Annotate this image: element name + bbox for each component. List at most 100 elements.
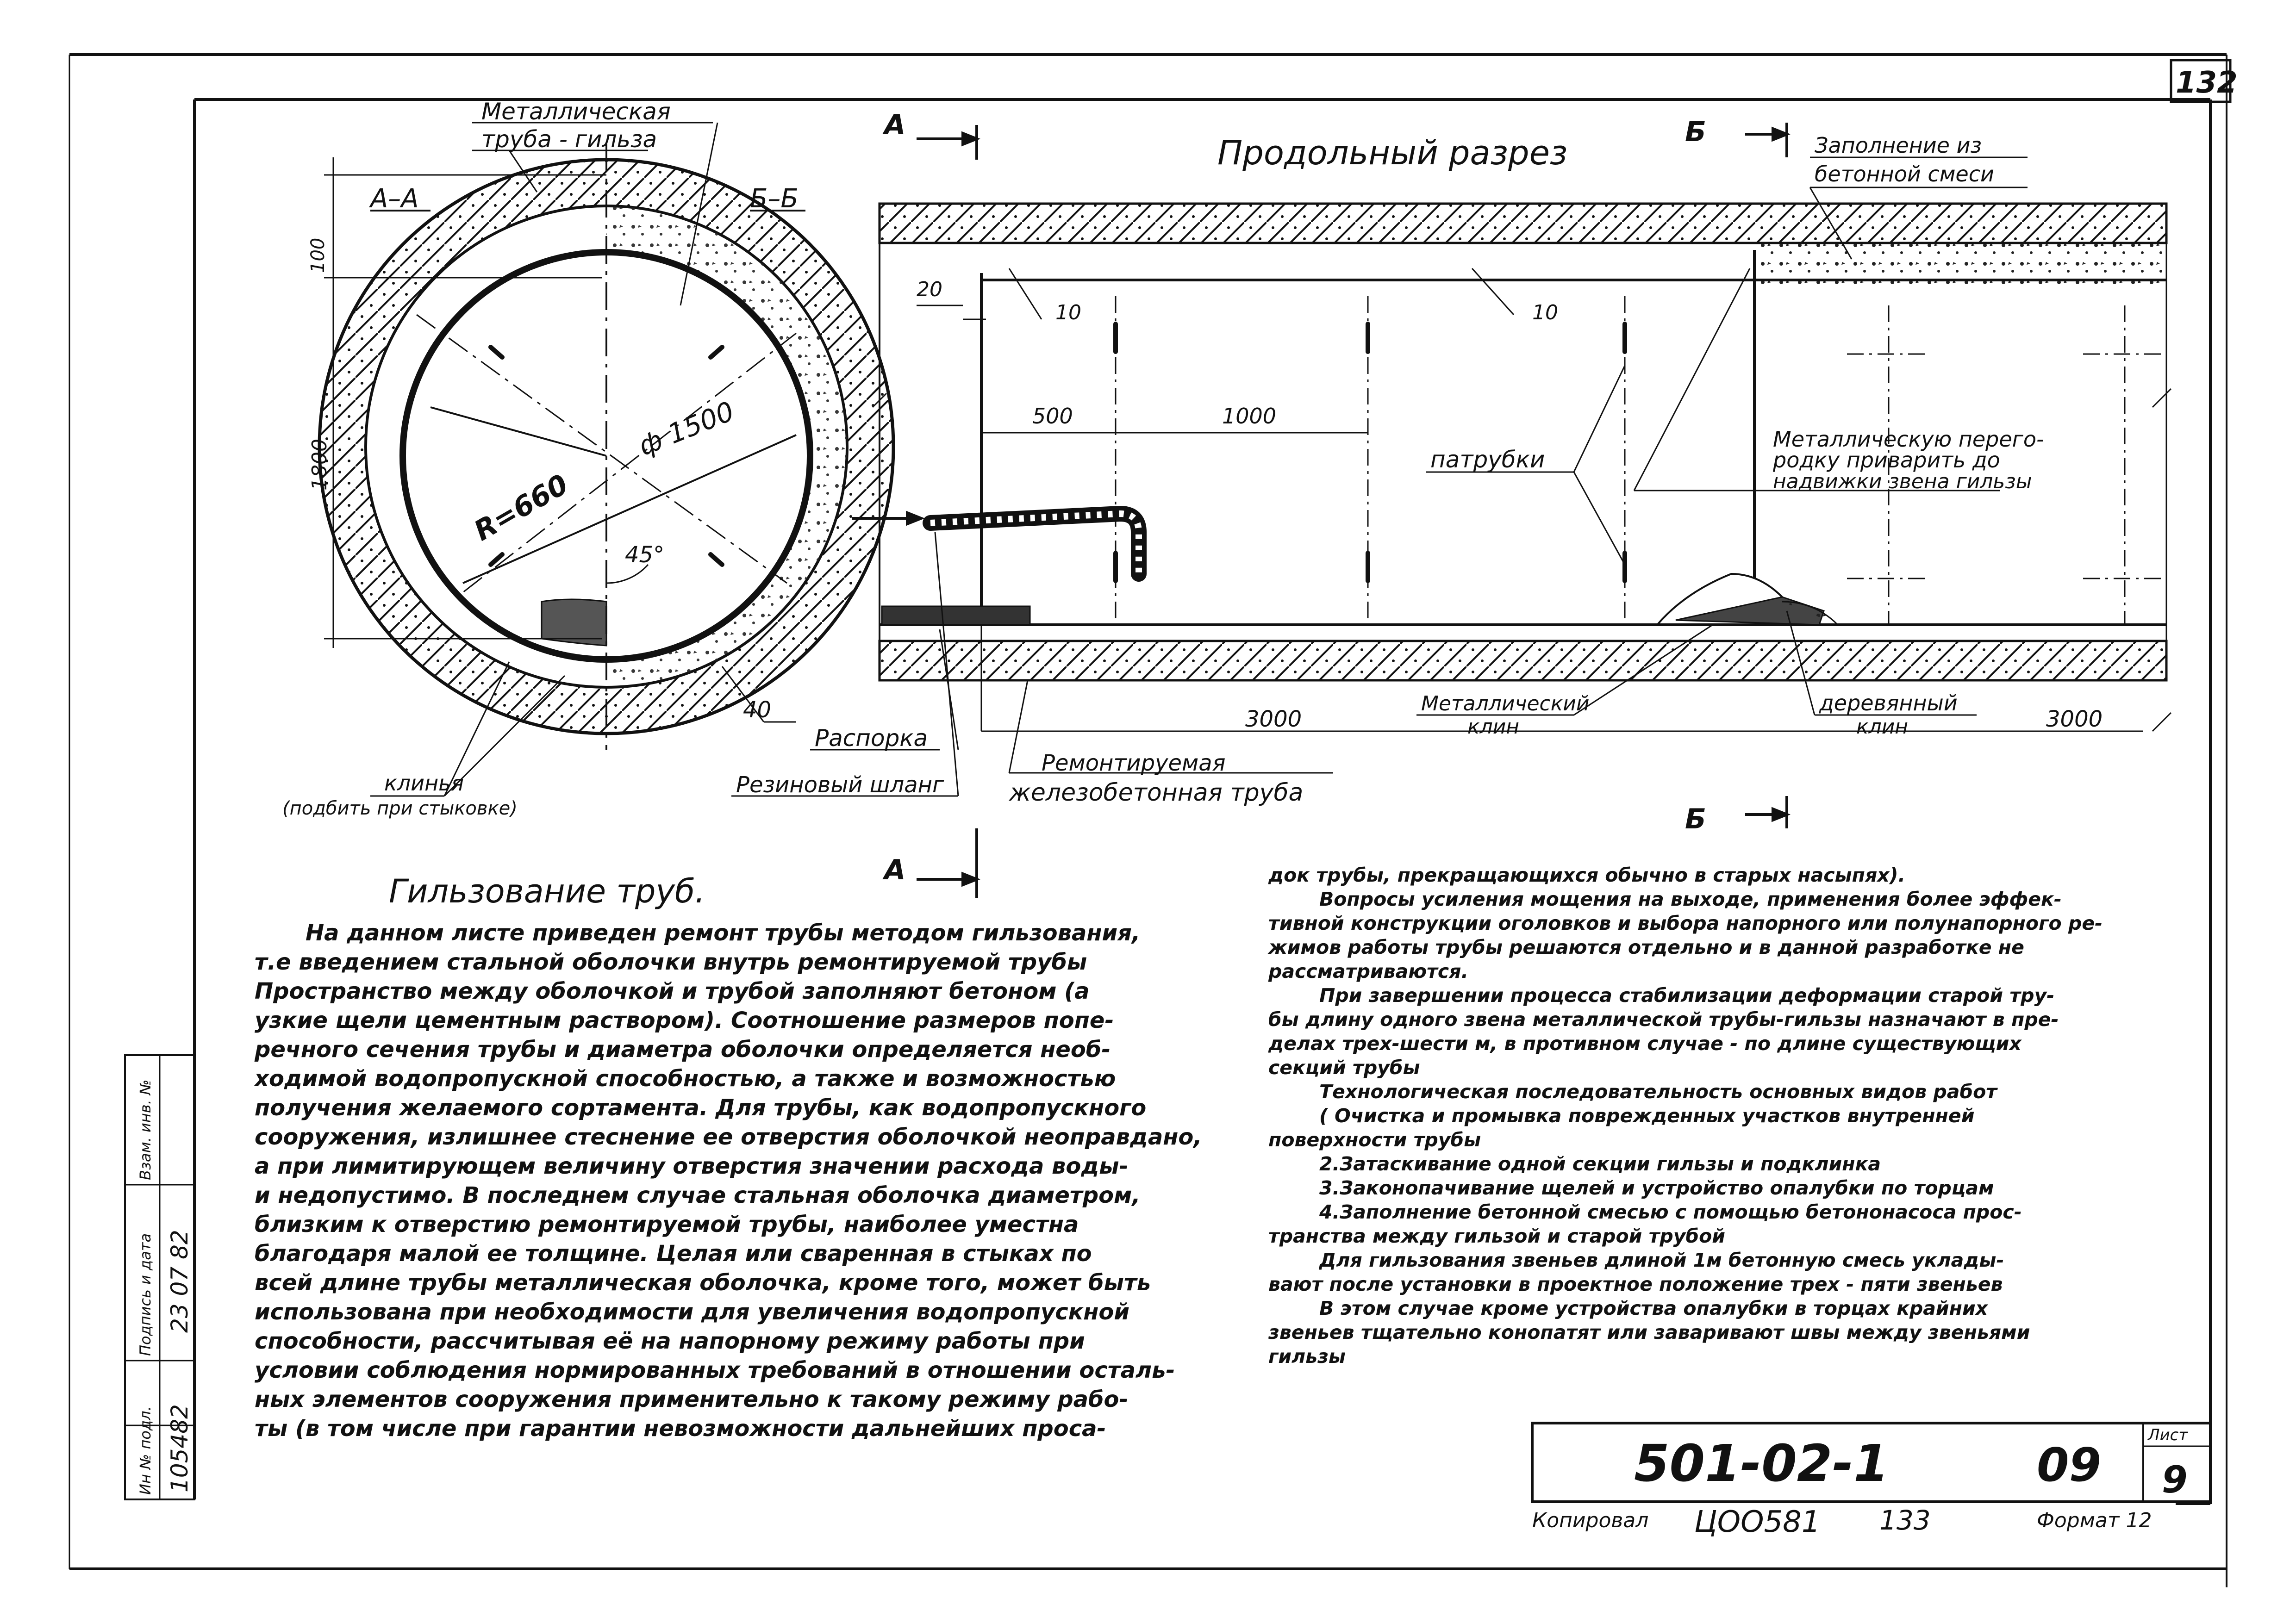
section-mark-a-top: А (882, 109, 905, 141)
left-line: сооружения, излишнее стеснение ее отверс… (255, 1124, 1202, 1150)
stamp-col1: Ин № подл. (137, 1406, 154, 1495)
dim-3000-right: 3000 (2046, 706, 2103, 732)
right-line: жимов работы трубы решаются отдельно и в… (1268, 936, 2024, 958)
left-line: ходимой водопропускной способностью, а т… (255, 1066, 1116, 1092)
left-line: т.е введением стальной оболочки внутрь р… (255, 949, 1087, 975)
weld-note-2: родку приварить до (1772, 448, 2000, 473)
cross-section (318, 122, 895, 797)
dim-10a: 10 (1055, 301, 1081, 324)
label-wood-wedge-1: деревянный (1819, 690, 1958, 715)
left-line: благодаря малой ее толщине. Целая или св… (255, 1241, 1092, 1267)
section-mark-b-top: Б (1685, 116, 1706, 148)
label-metal-pipe-2: труба - гильза (481, 126, 657, 153)
left-line: способности, рассчитывая её на напорному… (255, 1328, 1085, 1354)
label-repaired-pipe-1: Ремонтируемая (1042, 750, 1226, 776)
dim-40: 40 (743, 697, 771, 723)
left-line: всей длине трубы металлическая оболочка,… (255, 1270, 1151, 1296)
left-line: близким к отверстию ремонтируемой трубы,… (255, 1212, 1079, 1237)
right-line: Вопросы усиления мощения на выходе, прим… (1319, 888, 2062, 910)
dim-1800: 1800 (308, 439, 331, 491)
label-spacer: Распорка (815, 725, 928, 752)
section-mark-a-bottom: А (882, 854, 905, 886)
label-wood-wedge-2: клин (1856, 715, 1908, 739)
right-line: вают после установки в проектное положен… (1268, 1273, 2003, 1295)
left-line: условии соблюдения нормированных требова… (255, 1357, 1175, 1383)
left-line: использована при необходимости для увели… (255, 1299, 1130, 1325)
right-line: Технологическая последовательность основ… (1319, 1081, 1997, 1103)
stamp-col3: Взам. инв. № (137, 1080, 154, 1180)
label-metal-wedge-2: клин (1467, 715, 1519, 739)
label-nozzles: патрубки (1430, 446, 1545, 473)
footer-format: Формат 12 (2037, 1509, 2152, 1532)
left-line: Пространство между оболочкой и трубой за… (255, 978, 1090, 1004)
footer-code: ЦОО581 (1694, 1505, 1821, 1539)
sheet-frame (69, 53, 2227, 1587)
dim-45: 45° (625, 542, 664, 568)
right-line: При завершении процесса стабилизации деф… (1319, 984, 2055, 1007)
label-fill-1: Заполнение из (1815, 133, 1982, 158)
left-line: получения желаемого сортамента. Для труб… (255, 1095, 1147, 1121)
corner-sheet-number: 132 (2170, 59, 2238, 103)
title-code: 501-02-1 (1634, 1434, 1889, 1493)
right-line: тивной конструкции оголовков и выбора на… (1268, 912, 2103, 934)
right-line: 4.Заполнение бетонной смесью с помощью б… (1319, 1201, 2022, 1223)
right-line: делах трех-шести м, в противном случае -… (1268, 1032, 2021, 1055)
left-line: ных элементов сооружения применительно к… (255, 1387, 1129, 1412)
right-text-column: док трубы, прекращающихся обычно в стары… (1268, 863, 2176, 1368)
right-line: поверхности трубы (1268, 1129, 1481, 1151)
title-number: 09 (2037, 1438, 2101, 1492)
dim-500: 500 (1032, 404, 1073, 429)
dim-1000: 1000 (1222, 404, 1276, 429)
right-line: транства между гильзой и старой трубой (1268, 1225, 1726, 1247)
right-line: Для гильзования звеньев длиной 1м бетонн… (1319, 1249, 2004, 1271)
left-line: а при лимитирующем величину отверстия зн… (255, 1153, 1129, 1179)
label-metal-pipe-1: Металлическая (481, 98, 671, 125)
longitudinal-labels: Продольный разрез А А Б Б Заполнение из … (736, 109, 2103, 886)
label-section-aa: А–А (369, 184, 419, 214)
long-section-title: Продольный разрез (1217, 133, 1567, 172)
footer-copied: Копировал (1532, 1509, 1648, 1532)
dim-3000-left: 3000 (1245, 706, 1302, 732)
dim-20: 20 (917, 278, 942, 301)
stamp-inv: 105482 (166, 1404, 193, 1492)
right-line: док трубы, прекращающихся обычно в стары… (1268, 864, 1906, 886)
longitudinal-section (731, 156, 2172, 797)
weld-note-3: надвижки звена гильзы (1773, 470, 2032, 493)
title-sheet-label: Лист (2147, 1426, 2188, 1444)
title-block: 501-02-1 09 Лист 9 (1531, 1422, 2212, 1503)
right-line: звеньев тщательно конопатят или заварива… (1268, 1321, 2030, 1343)
title-sheet-value: 9 (2162, 1458, 2188, 1501)
label-wedges-note: (подбить при стыковке) (282, 798, 518, 819)
left-line: речного сечения трубы и диаметра оболочк… (255, 1037, 1111, 1063)
label-fill-2: бетонной смеси (1815, 162, 1994, 187)
right-line: бы длину одного звена металлической труб… (1268, 1008, 2059, 1031)
right-line: 3.Законопачивание щелей и устройство опа… (1319, 1177, 1994, 1199)
section-mark-b-bottom: Б (1685, 803, 1706, 835)
right-line: В этом случае кроме устройства опалубки … (1319, 1297, 1988, 1319)
footer: Копировал ЦОО581 133 Формат 12 (1532, 1505, 2152, 1539)
left-line: и недопустимо. В последнем случае стальн… (255, 1182, 1141, 1208)
section-heading: Гильзование труб. (389, 872, 705, 910)
label-wedges: клинья (384, 771, 464, 796)
right-line: секций трубы (1268, 1057, 1420, 1079)
label-repaired-pipe-2: железобетонная труба (1009, 779, 1303, 807)
right-line: 2.Затаскивание одной секции гильзы и под… (1319, 1153, 1881, 1175)
footer-num: 133 (1879, 1505, 1931, 1536)
right-line: гильзы (1268, 1345, 1346, 1368)
left-line: На данном листе приведен ремонт трубы ме… (306, 920, 1141, 946)
left-text-column: На данном листе приведен ремонт трубы ме… (255, 919, 1245, 1443)
stamp-date: 23 07 82 (166, 1230, 193, 1333)
weld-note-1: Металлическую перего- (1773, 427, 2044, 452)
label-metal-wedge-1: Металлический (1421, 692, 1590, 715)
right-line: рассматриваются. (1268, 960, 1469, 983)
dim-100: 100 (307, 238, 329, 273)
corner-number-text: 132 (2176, 66, 2238, 100)
label-hose: Резиновый шланг (736, 772, 944, 798)
side-stamp: Ин № подл. 105482 Подпись и дата 23 07 8… (124, 1054, 195, 1500)
label-section-bb: Б–Б (750, 184, 799, 214)
left-line: узкие щели цементным раствором). Соотнош… (255, 1007, 1114, 1033)
section-markers (852, 123, 1791, 898)
right-line: ( Очистка и промывка поврежденных участк… (1319, 1105, 1975, 1127)
left-line: ты (в том числе при гарантии невозможнос… (255, 1416, 1106, 1442)
